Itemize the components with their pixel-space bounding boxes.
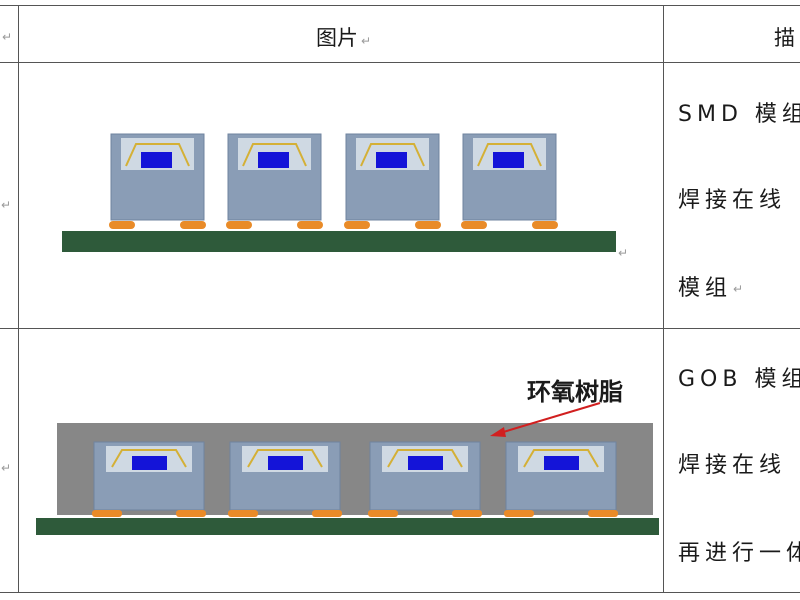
table-col-border-right [663,5,664,593]
gob-module-1 [92,441,206,517]
row1-figure-mark: ↵ [618,246,629,260]
gob-pcb-board [36,518,659,535]
row2-left-mark: ↵ [1,461,12,475]
table-row-border [0,328,800,329]
row1-desc-line-3: 模组 [678,276,733,301]
table-header-border [0,62,800,63]
smd-pcb-board [62,231,616,252]
header-description: 描 [774,26,795,50]
row1-desc-line-1: SMD 模组 [678,102,800,127]
smd-module-figure [62,133,616,252]
row1-desc-mark: ↵ [733,282,744,296]
smd-module-4 [461,133,558,229]
epoxy-arrow-icon [490,402,601,437]
gob-module-3 [368,441,482,517]
row1-desc-line-2: 焊接在线 [678,188,787,213]
smd-module-1 [109,133,206,229]
gob-module-2 [228,441,342,517]
smd-module-2 [226,133,323,229]
row2-desc-line-2: 焊接在线 [678,453,787,478]
table-bottom-border [0,592,800,593]
row2-desc-line-1: GOB 模组 [678,367,800,392]
header-left-mark: ↵ [2,30,13,44]
row2-desc-line-3: 再进行一体 [678,541,800,566]
smd-module-3 [344,133,441,229]
row1-left-mark: ↵ [1,198,12,212]
gob-module-figure [36,423,659,535]
table-col-border-left [18,5,19,593]
table-top-border [0,5,800,6]
header-picture: 图片 [316,26,358,50]
epoxy-resin-label: 环氧树脂 [527,378,623,406]
header-picture-mark: ↵ [361,34,372,48]
gob-module-4 [504,441,618,517]
